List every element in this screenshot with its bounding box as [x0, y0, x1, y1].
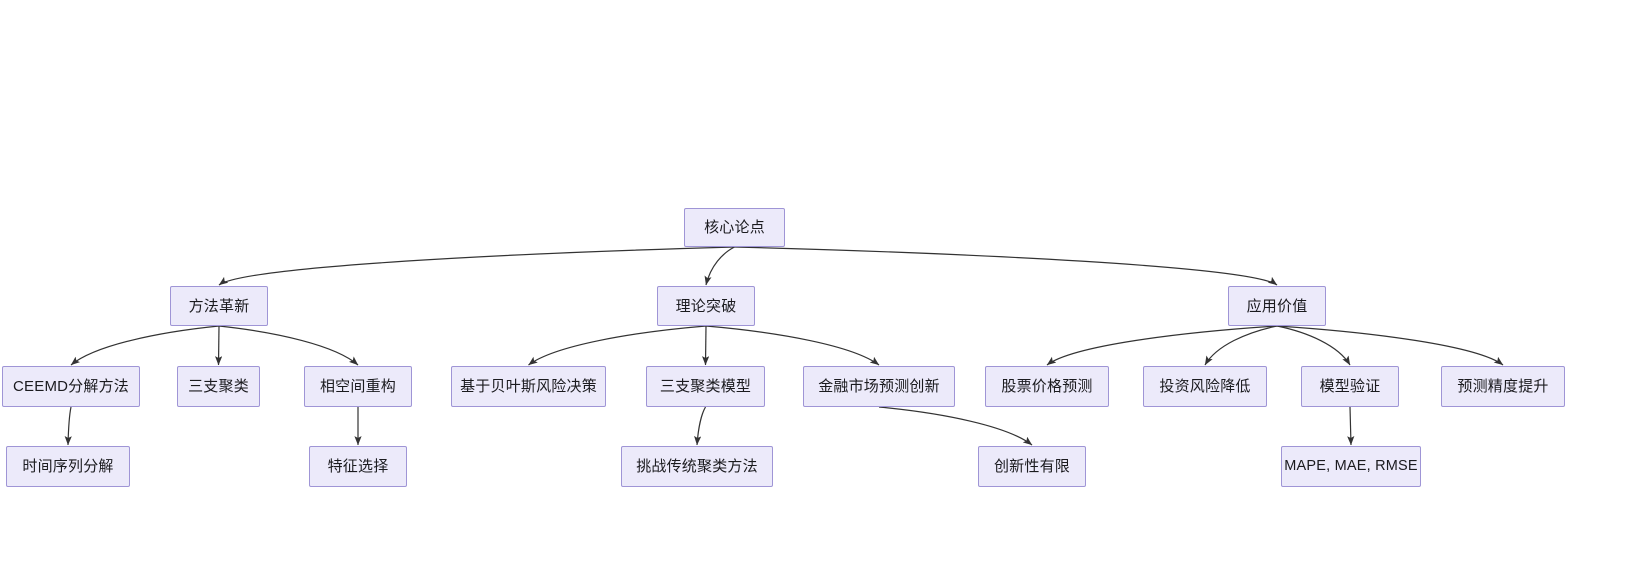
- mindmap-node-m1c1a[interactable]: 时间序列分解: [6, 446, 130, 487]
- edge-root-to-m3: [734, 246, 1278, 286]
- mindmap-node-m1c3[interactable]: 相空间重构: [304, 366, 412, 407]
- edge-m3-to-m3c2: [1204, 325, 1278, 366]
- edge-root-to-m1: [218, 246, 735, 286]
- edge-m3-to-m3c4: [1276, 325, 1504, 366]
- mindmap-node-m2c3a[interactable]: 创新性有限: [978, 446, 1086, 487]
- mindmap-node-m1c3a[interactable]: 特征选择: [309, 446, 407, 487]
- mindmap-node-root[interactable]: 核心论点: [684, 208, 785, 247]
- edge-m3c3-to-m3c3a: [1347, 406, 1355, 446]
- node-label: 投资风险降低: [1159, 378, 1251, 395]
- mindmap-node-m1c2[interactable]: 三支聚类: [177, 366, 260, 407]
- edge-root-to-m2: [704, 246, 735, 286]
- mindmap-node-m3c3a[interactable]: MAPE, MAE, RMSE: [1281, 446, 1421, 487]
- mindmap-node-m3[interactable]: 应用价值: [1228, 286, 1326, 326]
- node-label: 理论突破: [675, 297, 737, 315]
- node-label: 挑战传统聚类方法: [636, 458, 758, 475]
- edge-m3-to-m3c1: [1046, 325, 1278, 366]
- node-label: 三支聚类: [188, 378, 249, 395]
- edge-m2-to-m2c1: [528, 325, 707, 366]
- node-label: CEEMD分解方法: [13, 378, 129, 395]
- edge-m2c2-to-m2c2a: [694, 406, 707, 446]
- node-label: 模型验证: [1319, 378, 1381, 395]
- node-label: 创新性有限: [993, 458, 1070, 475]
- node-label: 金融市场预测创新: [818, 378, 940, 395]
- node-label: 预测精度提升: [1457, 378, 1549, 395]
- mindmap-node-m2c2a[interactable]: 挑战传统聚类方法: [621, 446, 773, 487]
- edge-m1c1-to-m1c1a: [64, 406, 72, 446]
- edge-m1-to-m1c2: [215, 325, 223, 366]
- mindmap-node-m1[interactable]: 方法革新: [170, 286, 268, 326]
- node-label: 核心论点: [704, 219, 765, 236]
- mindmap-node-m3c1[interactable]: 股票价格预测: [985, 366, 1109, 407]
- edge-m2c3-to-m2c3a: [878, 406, 1033, 446]
- edge-m1-to-m1c3: [218, 325, 359, 366]
- edge-m1-to-m1c1: [70, 325, 220, 366]
- node-label: 三支聚类模型: [659, 378, 752, 395]
- mindmap-node-m3c4[interactable]: 预测精度提升: [1441, 366, 1565, 407]
- mindmap-node-m2c2[interactable]: 三支聚类模型: [646, 366, 765, 407]
- node-label: 相空间重构: [319, 378, 396, 395]
- edges-group: [64, 246, 1504, 446]
- node-label: 时间序列分解: [22, 458, 114, 475]
- mindmap-node-m2c1[interactable]: 基于贝叶斯风险决策: [451, 366, 606, 407]
- edge-m2-to-m2c3: [705, 325, 880, 366]
- node-label: 股票价格预测: [1001, 378, 1093, 395]
- mindmap-node-m2[interactable]: 理论突破: [657, 286, 755, 326]
- mindmap-node-m1c1[interactable]: CEEMD分解方法: [2, 366, 140, 407]
- node-label: 特征选择: [327, 458, 389, 475]
- mindmap-node-m2c3[interactable]: 金融市场预测创新: [803, 366, 955, 407]
- node-label: 基于贝叶斯风险决策: [460, 378, 597, 395]
- mindmap-node-m3c2[interactable]: 投资风险降低: [1143, 366, 1267, 407]
- edge-m3-to-m3c3: [1276, 325, 1351, 366]
- node-label: 应用价值: [1246, 297, 1308, 315]
- mindmap-node-m3c3[interactable]: 模型验证: [1301, 366, 1399, 407]
- edge-m2-to-m2c2: [702, 325, 710, 366]
- node-label: MAPE, MAE, RMSE: [1284, 458, 1418, 475]
- node-label: 方法革新: [188, 297, 250, 315]
